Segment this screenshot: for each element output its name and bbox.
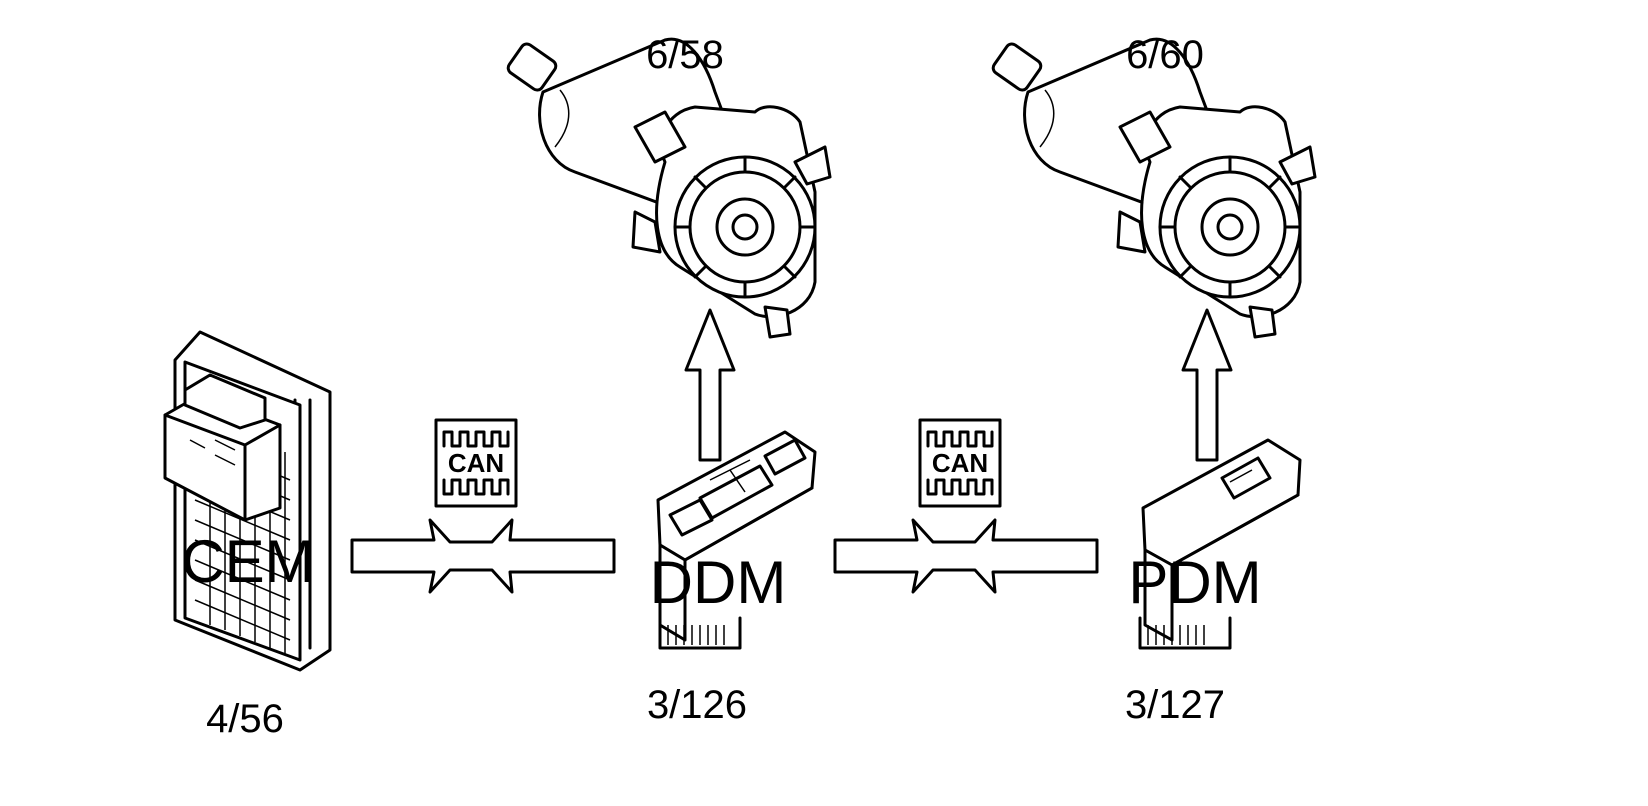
pdm-label: PDM (1128, 549, 1261, 616)
can-link-cem-ddm: CAN (350, 418, 616, 594)
cem-label: CEM (181, 528, 314, 595)
can-bus-arrow (833, 518, 1099, 594)
can-bus-icon: CAN (434, 418, 518, 508)
control-module-icon (163, 330, 332, 672)
ddm-label: DDM (650, 549, 787, 616)
window-motor-icon (504, 37, 832, 339)
ddm-ref: 3/126 (647, 683, 747, 727)
window-motor-icon (989, 37, 1317, 339)
signal-arrow-icon (1181, 308, 1233, 462)
passenger-window-motor: 6/60 (989, 33, 1317, 339)
driver-motor-ref: 6/58 (646, 33, 724, 77)
door-switch-module-icon (656, 430, 817, 650)
can-bus-icon: CAN (918, 418, 1002, 508)
cem-ref: 4/56 (206, 697, 284, 741)
passenger-motor-ref: 6/60 (1126, 33, 1204, 77)
can-badge-text: CAN (448, 448, 504, 478)
driver-window-motor: 6/58 (504, 33, 832, 339)
pdm-ref: 3/127 (1125, 683, 1225, 727)
ddm-module: DDM 3/126 (647, 430, 817, 727)
can-badge-text: CAN (932, 448, 988, 478)
can-link-ddm-pdm: CAN (833, 418, 1099, 594)
signal-arrow-icon (684, 308, 736, 462)
pdm-module: PDM 3/127 (1125, 438, 1302, 727)
cem-module: CEM 4/56 (163, 330, 332, 741)
door-switch-module-icon (1138, 438, 1302, 650)
can-bus-arrow (350, 518, 616, 594)
